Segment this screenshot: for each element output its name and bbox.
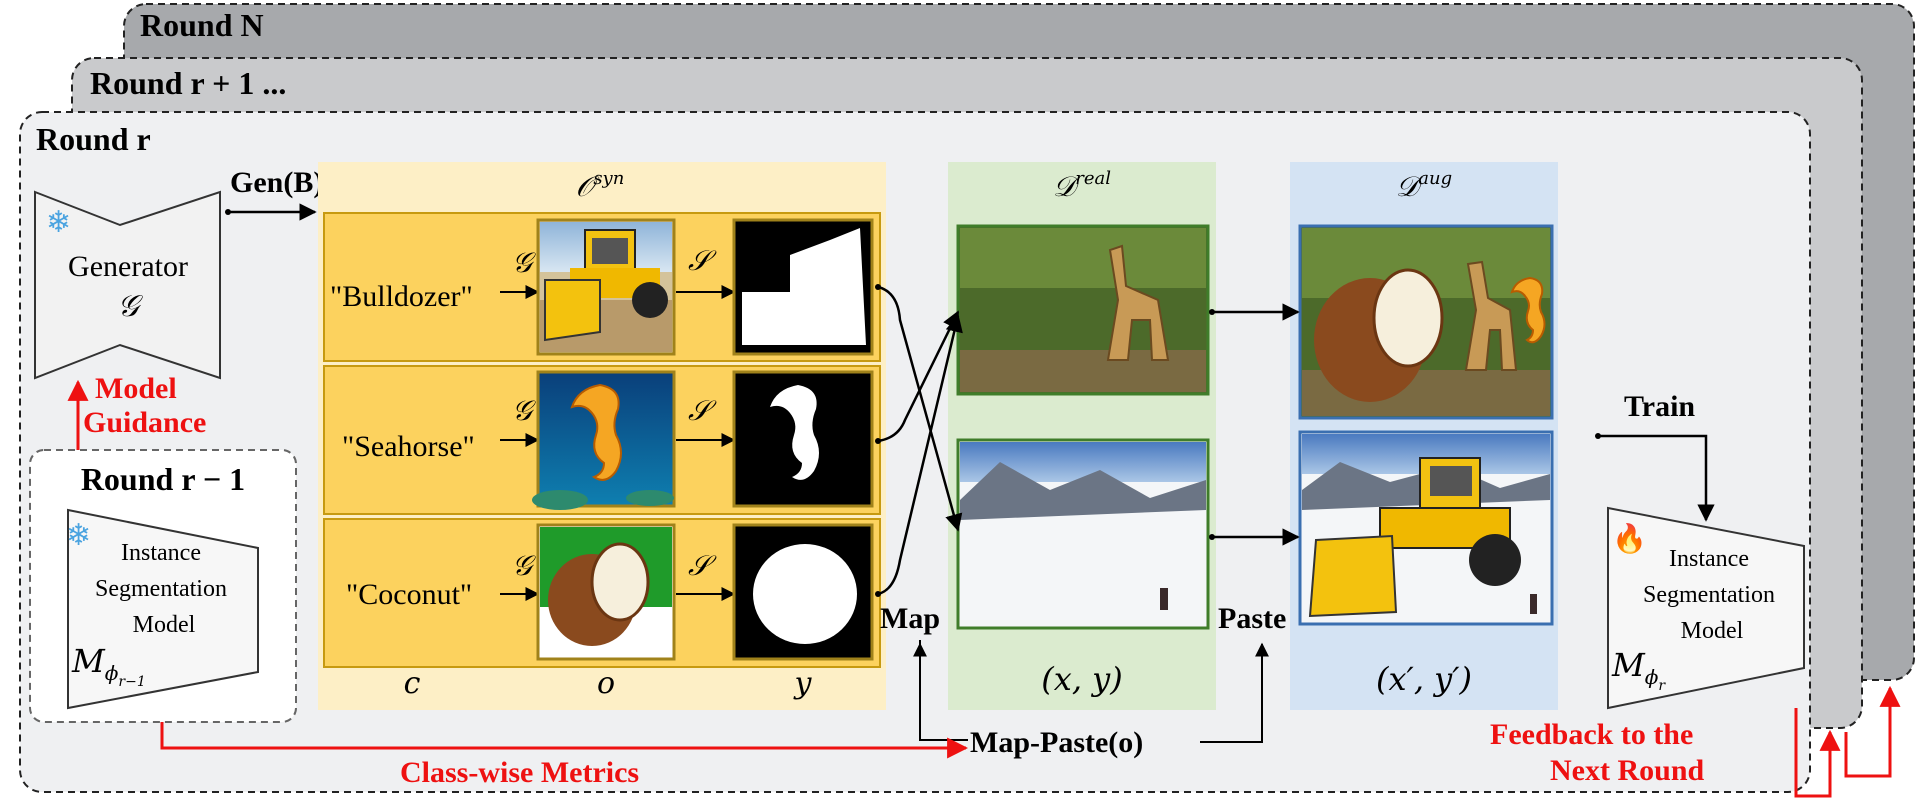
coconut-mask: [732, 523, 874, 661]
round-r-minus-1-label: Round r − 1: [81, 461, 245, 497]
gen-b-label: Gen(B): [230, 166, 323, 199]
real-panel: 𝒟real (x, y): [948, 162, 1216, 710]
col-label-c: c: [404, 666, 421, 701]
prev-model-box: Round r − 1 ❄ Instance Segmentation Mode…: [29, 449, 297, 723]
paste-label: Paste: [1218, 602, 1286, 635]
train-arrow: [1598, 434, 1715, 522]
feedback-arrow-2: [1844, 685, 1901, 778]
current-model-symbol: Mϕr: [1611, 646, 1666, 694]
round-r-label: Round r: [36, 121, 151, 157]
feedback-arrow-1: [1794, 708, 1841, 798]
round-r1-label: Round r + 1 ...: [90, 65, 286, 101]
prompt-coconut: "Coconut": [346, 578, 472, 611]
generator-label: Generator: [68, 250, 188, 283]
round-n-label: Round N: [140, 7, 264, 43]
giraffe-forest-image: [956, 224, 1210, 396]
seahorse-image: [532, 370, 676, 510]
map-paste-label: Map-Paste(o): [970, 726, 1143, 759]
map-arrows: [875, 284, 963, 597]
synthetic-panel: 𝒪syn "Bulldozer" "Seahorse" "Coconut" 𝒢 …: [318, 162, 886, 710]
prev-model-symbol: Mϕr−1: [71, 642, 146, 690]
class-metrics-arrow: [160, 722, 969, 759]
coconut-image: [536, 523, 676, 661]
feedback-label: Feedback to the Next Round: [1490, 718, 1705, 787]
prompt-bulldozer: "Bulldozer": [330, 280, 473, 313]
generator-block: ❄ Generator 𝒢: [34, 190, 221, 380]
current-model-text: Instance Segmentation Model: [1643, 546, 1781, 644]
aug-panel: 𝒟aug (x′, y′): [1290, 162, 1558, 710]
prev-model-text: Instance Segmentation Model: [95, 540, 233, 638]
col-label-o: o: [597, 666, 615, 701]
map-label: Map: [880, 602, 940, 635]
coconut-giraffe-seahorse-image: [1298, 224, 1554, 420]
snowflake-icon: ❄: [46, 206, 71, 239]
class-metrics-label: Class-wise Metrics: [400, 756, 639, 789]
prompt-seahorse: "Seahorse": [342, 430, 475, 463]
seahorse-mask: [732, 370, 874, 508]
bulldozer-mask: [732, 218, 874, 356]
bulldozer-snow-image: [1298, 430, 1554, 626]
current-model-block: 🔥 Instance Segmentation Model Mϕr: [1607, 506, 1805, 710]
model-guidance-label: Model Guidance: [83, 372, 206, 439]
col-label-y: y: [793, 666, 813, 701]
snowflake-icon: ❄: [66, 519, 91, 552]
train-label: Train: [1624, 390, 1695, 423]
real-caption: (x, y): [1041, 660, 1122, 698]
snow-skier-image: [956, 438, 1210, 630]
aug-title: 𝒟aug: [1396, 168, 1452, 203]
fire-icon: 🔥: [1612, 522, 1647, 555]
bulldozer-image: [536, 218, 676, 356]
aug-caption: (x′, y′): [1376, 660, 1472, 698]
